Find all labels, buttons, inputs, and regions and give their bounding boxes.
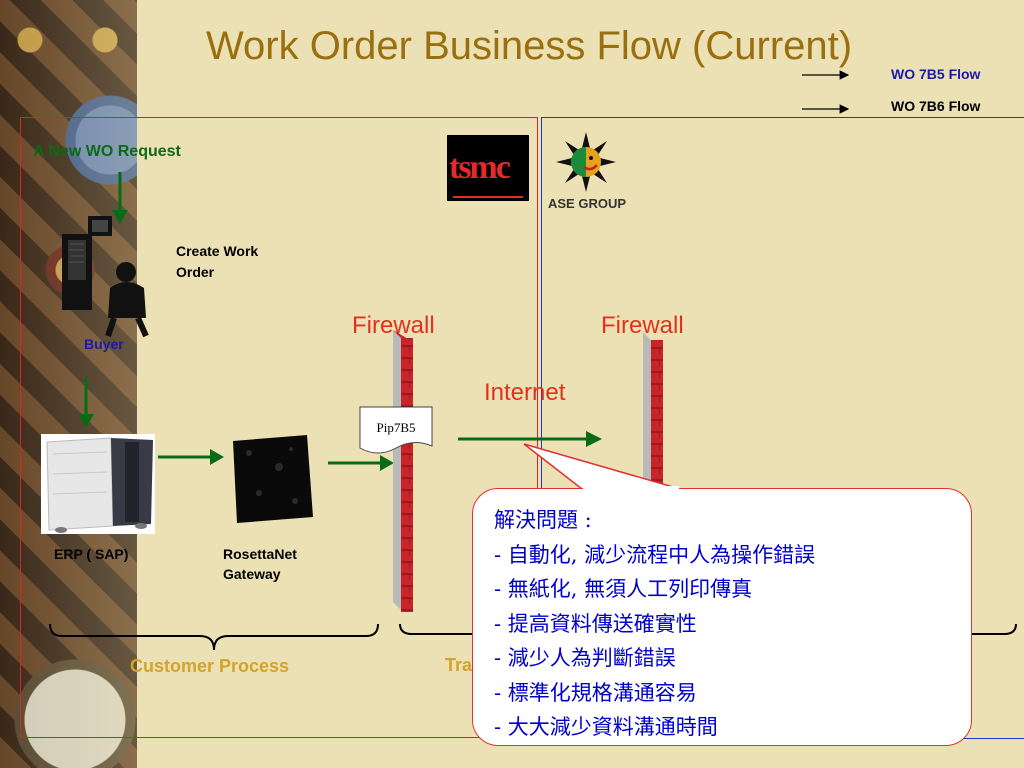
create-work-order-label-line2: Order — [176, 264, 215, 280]
firewall-left-icon — [393, 330, 413, 612]
firewall-right-label: Firewall — [601, 312, 684, 339]
callout-item: - 標準化規格溝通容易 — [494, 680, 697, 705]
customer-process-brace — [49, 623, 379, 651]
rosettanet-label-line2: Gateway — [223, 566, 281, 582]
ase-logo-text: ASE GROUP — [548, 196, 627, 211]
erp-label: ERP ( SAP) — [54, 546, 129, 562]
legend-b5-label: WO 7B5 Flow — [891, 66, 981, 82]
buyer-to-erp-arrow — [78, 378, 94, 428]
tsmc-logo: tsmc — [447, 135, 529, 201]
pip7b5-document-icon — [359, 406, 433, 454]
callout-heading: 解決問題 : — [494, 508, 592, 532]
legend-b6-label: WO 7B6 Flow — [891, 98, 981, 114]
decorative-sidebar — [0, 0, 137, 768]
trading-process-label: Tra — [445, 655, 473, 675]
callout-item: - 減少人為判斷錯誤 — [494, 646, 676, 670]
rosettanet-label-line1: RosettaNet — [223, 546, 297, 562]
firewall-right-icon — [643, 332, 663, 500]
buyer-label: Buyer — [84, 336, 124, 352]
new-request-label: A New WO Request — [33, 143, 181, 160]
customer-domain-box — [20, 117, 538, 738]
callout-item: - 大大減少資料溝通時間 — [494, 715, 718, 739]
erp-to-gateway-arrow — [158, 449, 224, 465]
slide-title: Work Order Business Flow (Current) — [206, 24, 853, 68]
pip7b5-label: Pip7B5 — [376, 420, 416, 435]
create-work-order-label-line1: Create Work — [176, 243, 259, 259]
erp-server-icon — [41, 434, 155, 534]
ase-logo-icon — [556, 132, 616, 192]
callout-text: 解決問題 : - 自動化, 減少流程中人為操作錯誤 - 無紙化, 無須人工列印傳… — [494, 503, 815, 745]
internet-flow-arrow — [458, 431, 602, 447]
gateway-to-firewall-arrow — [328, 455, 394, 471]
internet-label: Internet — [484, 379, 566, 406]
callout-item: - 提高資料傳送確實性 — [494, 611, 697, 636]
callout-item: - 自動化, 減少流程中人為操作錯誤 — [494, 542, 816, 567]
buyer-icon — [62, 216, 149, 338]
trading-process-brace — [399, 623, 476, 635]
trading-process-brace-end — [966, 623, 1017, 635]
callout-pointer-join — [583, 486, 679, 492]
rosettanet-gateway-icon — [233, 435, 313, 523]
customer-process-label: Customer Process — [130, 656, 290, 676]
callout-item: - 無紙化, 無須人工列印傳真 — [494, 577, 753, 601]
solution-callout — [472, 488, 972, 746]
request-arrow — [112, 172, 128, 224]
legend-arrows — [802, 70, 850, 114]
